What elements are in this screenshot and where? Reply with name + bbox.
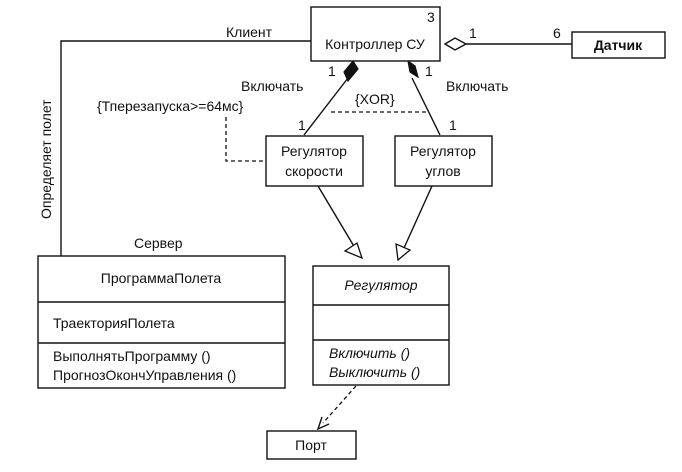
label-client: Клиент (226, 24, 273, 40)
flight-program-attr: ТраекторияПолета (53, 315, 175, 331)
generalization-arrow-speed (343, 241, 364, 260)
controller-multiplicity: 3 (427, 9, 435, 25)
generalization-speed-line (317, 185, 356, 249)
angle-regulator-name-2: углов (425, 163, 460, 179)
sensor-name: Датчик (594, 37, 643, 53)
regulator-name: Регулятор (344, 277, 417, 293)
constraint-connector (225, 117, 266, 162)
mult-controller-left: 1 (328, 63, 336, 79)
label-defines-flight: Определяет полет (38, 99, 54, 219)
flight-program-op-1: ВыполнятьПрограмму () (53, 348, 211, 364)
mult-controller-sensor: 1 (469, 25, 477, 41)
client-server-association (60, 40, 311, 256)
class-regulator[interactable] (312, 265, 450, 386)
mult-controller-right: 1 (425, 63, 433, 79)
aggregation-diamond (443, 37, 468, 51)
generalization-arrow-angle (395, 242, 412, 262)
angle-regulator-name-1: Регулятор (410, 143, 476, 159)
regulator-op-1: Включить () (329, 345, 410, 361)
class-sensor[interactable] (571, 31, 666, 59)
mult-sensor: 6 (553, 25, 561, 41)
speed-regulator-name-1: Регулятор (281, 143, 347, 159)
label-enable-left: Включать (241, 78, 303, 94)
composition-angle-line (411, 77, 441, 136)
composition-speed-line (303, 77, 349, 136)
label-xor: {XOR} (355, 91, 395, 107)
composition-diamond-left (343, 59, 359, 83)
class-angle-regulator[interactable] (394, 135, 493, 187)
class-port[interactable] (266, 430, 357, 460)
speed-regulator-name-2: скорости (285, 163, 343, 179)
controller-name: Контроллер СУ (325, 36, 425, 52)
composition-diamond-right (407, 59, 419, 79)
dependency-line (322, 385, 357, 424)
mult-angle-regulator: 1 (449, 117, 457, 133)
regulator-op-2: Выключить () (329, 364, 420, 380)
mult-speed-regulator: 1 (298, 117, 306, 133)
port-name: Порт (295, 437, 327, 453)
class-controller[interactable] (310, 6, 441, 62)
dependency-arrowhead (316, 416, 330, 431)
label-server: Сервер (134, 235, 183, 251)
flight-program-op-2: ПрогнозОкончУправления () (53, 367, 236, 383)
class-flight-program[interactable] (37, 255, 286, 389)
label-constraint: {Тперезапуска>=64мс} (97, 98, 244, 114)
label-enable-right: Включать (446, 78, 508, 94)
class-speed-regulator[interactable] (265, 135, 364, 187)
flight-program-name: ПрограммаПолета (101, 270, 222, 286)
generalization-angle-line (403, 185, 433, 249)
